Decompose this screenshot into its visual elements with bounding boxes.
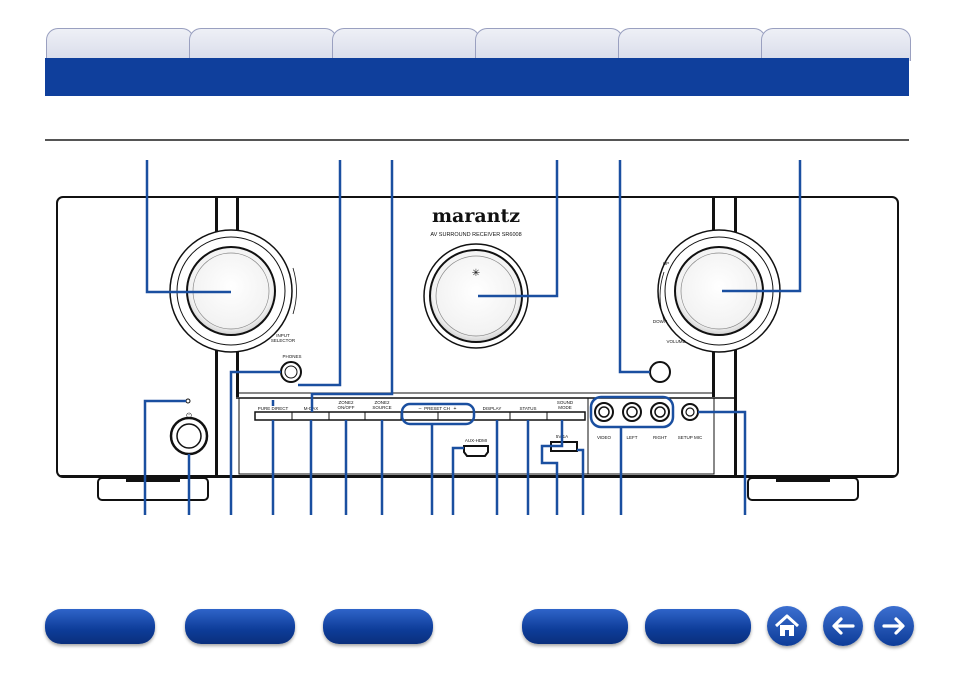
brand-logo: marantz <box>432 205 520 227</box>
nav-button-3[interactable] <box>323 609 433 644</box>
arrow-right-icon <box>882 617 905 635</box>
callout-lines <box>143 160 802 515</box>
power-icon: ⏻ <box>186 412 192 420</box>
feet <box>97 477 859 501</box>
volume-knob[interactable] <box>657 229 781 353</box>
tab-3[interactable] <box>332 28 480 61</box>
sound-mode-label-2: MODE <box>558 405 572 410</box>
status-label: STATUS <box>519 406 536 411</box>
zone2-source-label-2: SOURCE <box>372 405 391 410</box>
tab-1[interactable] <box>46 28 194 61</box>
button-row <box>254 411 586 421</box>
input-selector-label: INPUT <box>276 333 290 338</box>
home-button[interactable] <box>767 606 807 646</box>
model-name: AV SURROUND RECEIVER SR6008 <box>430 232 521 238</box>
tab-2[interactable] <box>189 28 337 61</box>
home-icon <box>774 614 800 636</box>
input-selector-label-2: SELECTOR <box>271 338 296 343</box>
star-icon: ✳ <box>472 268 480 279</box>
zone2-onoff-label-1: ZONE2 <box>338 400 354 405</box>
tab-6[interactable] <box>761 28 911 61</box>
preset-ch-label: PRESET CH <box>424 406 450 411</box>
preset-ch-plus-icon: + <box>454 406 457 412</box>
zone2-onoff-label-2: ON/OFF <box>338 405 355 410</box>
page-title-bar <box>45 58 909 96</box>
sound-mode-label-1: SOUND <box>557 400 574 405</box>
remote-sensor <box>649 361 671 383</box>
left-label: LEFT <box>626 435 637 440</box>
setup-mic-label: SETUP MIC <box>678 435 703 440</box>
master-display-knob[interactable]: ✳ <box>423 243 529 349</box>
pure-direct-label: PURE DIRECT <box>258 406 289 411</box>
nav-button-4[interactable] <box>522 609 628 644</box>
aux-hdmi-label: AUX-HDMI <box>465 438 487 443</box>
audio-right-jack[interactable] <box>650 402 670 422</box>
setup-mic-jack[interactable] <box>681 403 699 421</box>
arrow-left-icon <box>832 617 855 635</box>
right-label: RIGHT <box>653 435 667 440</box>
forward-button[interactable] <box>874 606 914 646</box>
section-divider <box>45 139 909 141</box>
tab-5[interactable] <box>618 28 766 61</box>
preset-ch-minus-icon: – <box>419 406 422 412</box>
power-button[interactable] <box>169 416 209 456</box>
display-label: DISPLAY <box>483 406 502 411</box>
power-indicator <box>185 398 191 404</box>
nav-button-2[interactable] <box>185 609 295 644</box>
volume-label: VOLUME <box>666 339 685 344</box>
video-label: VIDEO <box>597 435 612 440</box>
tab-4[interactable] <box>475 28 623 61</box>
volume-up-label: UP <box>663 261 669 266</box>
back-button[interactable] <box>823 606 863 646</box>
aux-hdmi-port[interactable] <box>463 445 489 457</box>
zone2-source-label-1: ZONE2 <box>374 400 390 405</box>
phones-label: PHONES <box>282 354 301 359</box>
volume-down-label: DOWN <box>653 319 667 324</box>
audio-left-jack[interactable] <box>622 402 642 422</box>
video-jack[interactable] <box>594 402 614 422</box>
nav-button-5[interactable] <box>645 609 751 644</box>
nav-button-1[interactable] <box>45 609 155 644</box>
